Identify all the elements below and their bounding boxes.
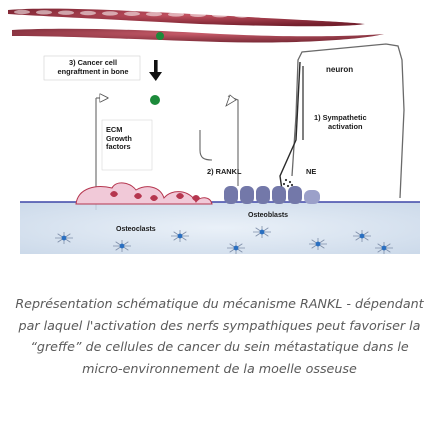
cancer-cell-highlight	[344, 15, 360, 20]
cancer-cell-highlight	[258, 32, 274, 37]
cancer-cell-highlight	[278, 14, 294, 19]
cancer-cell-highlight	[58, 10, 74, 15]
cancer-cell-highlight	[102, 11, 118, 16]
circulating-cancer-cells	[8, 8, 384, 43]
cancer-cell-highlight	[168, 12, 184, 17]
cancer-cell-highlight	[280, 32, 296, 37]
osteoclasts	[75, 182, 213, 205]
rankl-label: 2) RANKL	[207, 167, 242, 176]
neuron-outline	[291, 43, 405, 199]
sympathetic-nerve	[279, 61, 301, 191]
cancer-cell-highlight	[324, 32, 340, 37]
ne-granules	[282, 178, 294, 188]
bone-tissue	[20, 202, 420, 254]
engraftment-label-box	[43, 55, 141, 81]
osteocyte-nucleus	[233, 245, 239, 251]
osteoblasts	[224, 186, 320, 204]
engraftment-label: 3) Cancer cell engraftment in bone	[57, 58, 129, 76]
cancer-cell-highlight	[36, 10, 52, 15]
mechanism-diagram	[8, 8, 420, 254]
cancer-cell-highlight	[322, 14, 338, 20]
cancer-cell-highlight	[212, 12, 228, 18]
osteocyte-nucleus	[119, 243, 125, 249]
osteocyte-nucleus	[177, 233, 183, 239]
cancer-cell-highlight	[302, 32, 318, 37]
osteocyte-nucleus	[61, 235, 67, 241]
cancer-cell-highlight	[256, 13, 272, 19]
neuron-label: neuron	[326, 65, 354, 74]
ne-label: NE	[306, 167, 317, 176]
ecm-label: ECM Growth factors	[106, 125, 132, 151]
cancer-cell-highlight	[80, 10, 96, 16]
cancer-cell-highlight	[146, 11, 162, 17]
cancer-cell-highlight	[234, 13, 250, 18]
sympathetic-activation-label: 1) Sympathetic activation	[314, 113, 367, 131]
osteocyte-nucleus	[381, 245, 387, 251]
osteocyte-nucleus	[259, 229, 265, 235]
ecm-box	[101, 119, 153, 171]
osteocyte-nucleus	[359, 233, 365, 239]
cancer-cell-highlight	[14, 9, 30, 15]
osteoclasts-label: Osteoclasts	[116, 226, 156, 233]
green-cancer-cell-icon	[150, 95, 160, 105]
down-arrow-icon	[149, 60, 162, 81]
osteocyte-nucleus	[315, 241, 321, 247]
cancer-cell-highlight	[190, 12, 206, 17]
engrafting-cancer-cell	[156, 32, 164, 40]
cancer-cell-highlight	[300, 14, 316, 19]
cancer-cell-highlight	[124, 11, 140, 16]
osteocytes	[55, 226, 393, 254]
figure-caption: Représentation schématique du mécanisme …	[15, 296, 424, 376]
osteoblasts-label: Osteoblasts	[248, 212, 289, 219]
